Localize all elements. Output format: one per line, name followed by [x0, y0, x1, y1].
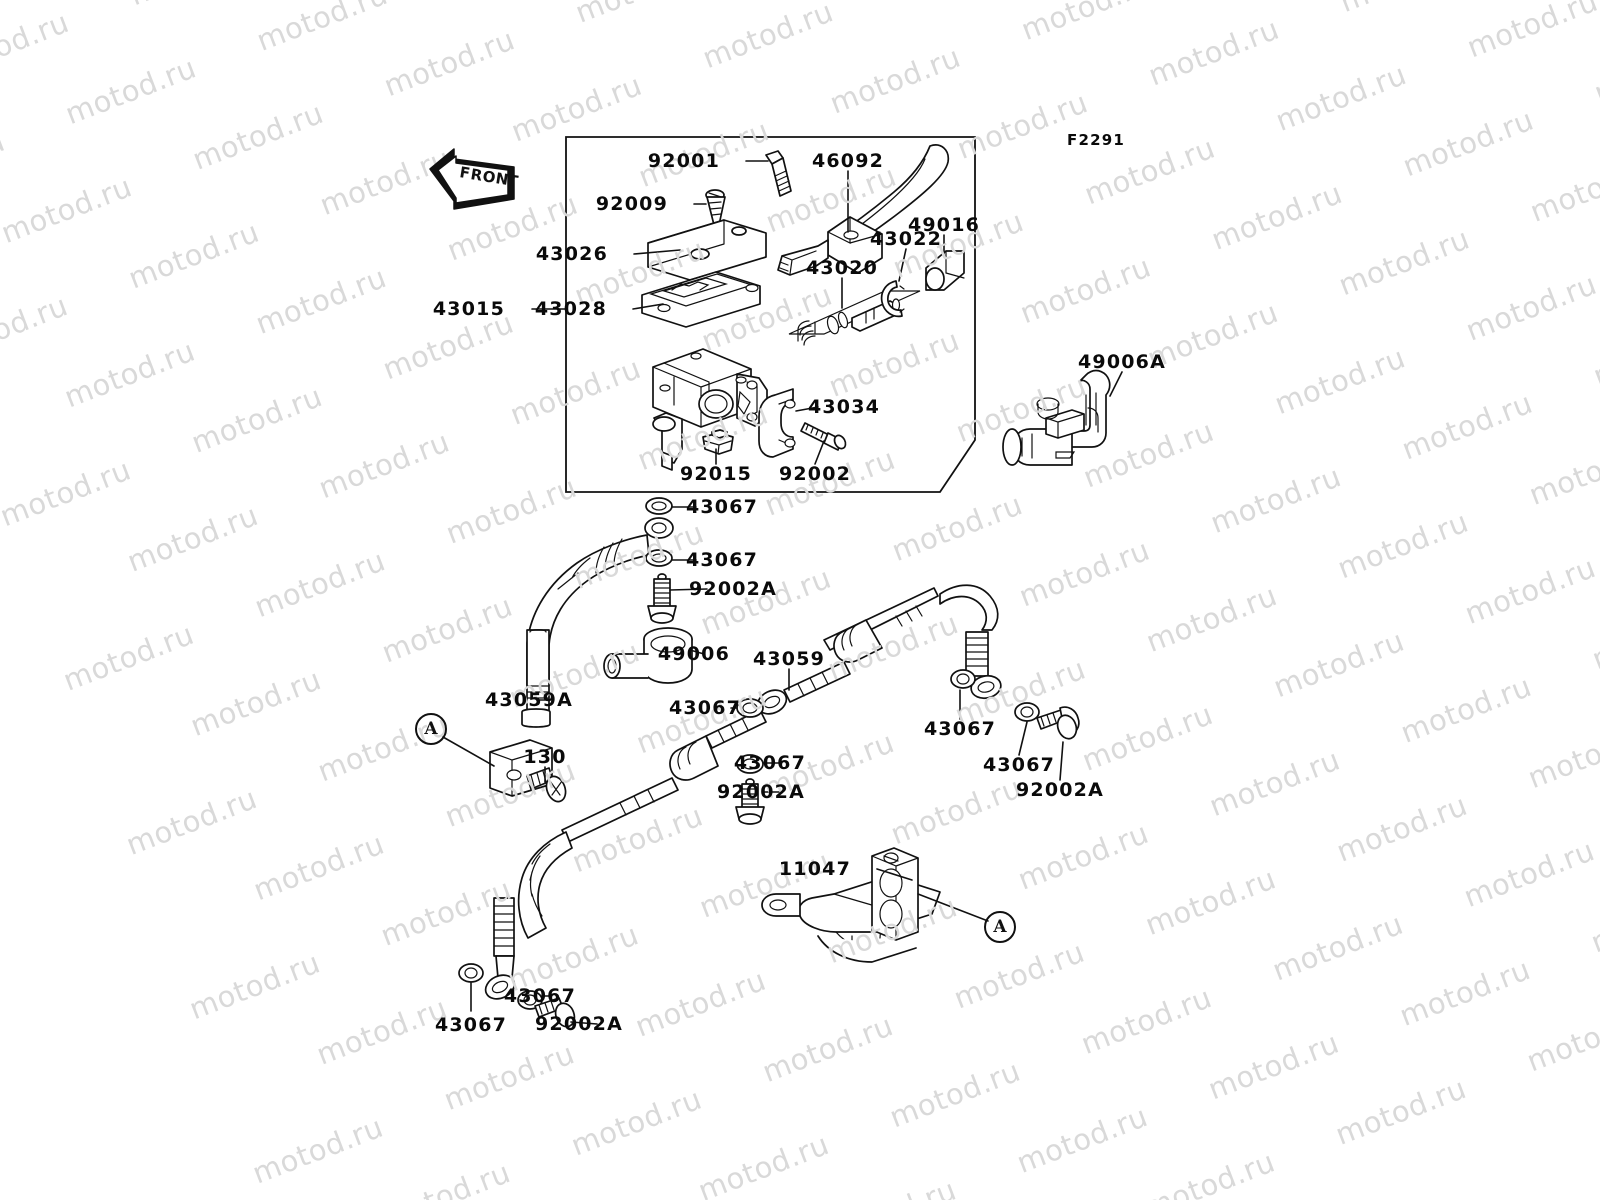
- part-43020-piston-kit: [788, 290, 921, 346]
- part-43067-washer-c: [950, 669, 976, 689]
- part-92002-bolt: [800, 422, 847, 451]
- part-92009-screw: [705, 189, 726, 226]
- svg-text:F: F: [458, 163, 471, 182]
- callout-43067[interactable]: 43067: [923, 718, 997, 740]
- part-49006-boot: [603, 627, 693, 684]
- part-43059-main-hose: [484, 584, 1002, 1000]
- callout-49006[interactable]: 49006: [657, 643, 730, 665]
- svg-text:O: O: [481, 167, 496, 187]
- callout-11047[interactable]: 11047: [778, 858, 851, 880]
- callout-43067[interactable]: 43067: [685, 496, 759, 518]
- callout-43020[interactable]: 43020: [805, 257, 879, 279]
- part-43067-washer-e: [458, 963, 484, 983]
- front-direction-arrow-icon: F R O N T: [429, 148, 520, 210]
- part-43022-circlip: [880, 280, 905, 318]
- part-92002A-banjo-bolt-2: [735, 778, 765, 825]
- callout-92002A[interactable]: 92002A: [716, 781, 805, 803]
- callout-92002A[interactable]: 92002A: [534, 1013, 623, 1035]
- callout-43067[interactable]: 43067: [668, 697, 742, 719]
- leader-lines: [442, 160, 1123, 1025]
- part-92015-nut: [702, 429, 734, 455]
- callout-46092[interactable]: 46092: [811, 150, 885, 172]
- figure-code-label: F2291: [1067, 131, 1125, 149]
- callout-92009[interactable]: 92009: [595, 193, 668, 215]
- part-46092-brake-lever: [777, 144, 950, 276]
- callout-43028[interactable]: 43028: [534, 298, 607, 320]
- callout-43067[interactable]: 43067: [434, 1014, 508, 1036]
- callout-43067[interactable]: 43067: [982, 754, 1056, 776]
- callout-43022[interactable]: 43022: [869, 228, 943, 250]
- part-43067-washer-top2: [645, 549, 673, 567]
- callout-92002A[interactable]: 92002A: [688, 578, 778, 600]
- callout-92001[interactable]: 92001: [647, 150, 720, 172]
- part-43028-diaphragm: [641, 271, 761, 328]
- part-49006A-boot: [1002, 369, 1111, 466]
- callout-43059[interactable]: 43059: [752, 648, 826, 670]
- callout-43059A[interactable]: 43059A: [484, 689, 573, 711]
- svg-text:N: N: [494, 169, 509, 189]
- callout-49016[interactable]: 49016: [907, 214, 981, 236]
- callout-130[interactable]: 130: [523, 746, 567, 768]
- part-92002A-banjo-bolt-3: [1036, 706, 1080, 740]
- callout-43034[interactable]: 43034: [807, 396, 881, 418]
- part-11047-bracket: [761, 847, 941, 963]
- reference-mark-a[interactable]: A: [984, 911, 1016, 943]
- part-130-bolt: [526, 767, 567, 803]
- part-43034-clamp: [758, 388, 796, 458]
- svg-text:T: T: [506, 171, 520, 190]
- part-92002A-banjo-bolt-1: [647, 573, 677, 624]
- part-49016-dust-cap: [925, 250, 965, 291]
- part-43067-washer-d: [1014, 702, 1040, 722]
- part-43067-washer-b: [736, 754, 764, 774]
- part-43067-washer-f: [517, 990, 543, 1010]
- part-43026-reservoir-cap: [647, 219, 767, 281]
- callout-43015[interactable]: 43015: [432, 298, 505, 320]
- callout-49006A[interactable]: 49006A: [1077, 351, 1167, 373]
- callout-43067[interactable]: 43067: [503, 985, 576, 1007]
- assembly-box-outline: [565, 136, 976, 493]
- callout-43026[interactable]: 43026: [535, 243, 608, 265]
- callout-92002[interactable]: 92002: [778, 463, 852, 485]
- callout-92002A[interactable]: 92002A: [1015, 779, 1105, 801]
- callout-43067[interactable]: 43067: [733, 752, 806, 774]
- callout-92015[interactable]: 92015: [679, 463, 753, 485]
- part-43067-washer-top1: [645, 497, 673, 515]
- part-92002A-banjo-bolt-4: [534, 997, 576, 1028]
- reference-mark-a[interactable]: A: [415, 713, 447, 745]
- part-master-cylinder-body: [652, 348, 768, 471]
- svg-text:R: R: [469, 165, 484, 185]
- callout-43067[interactable]: 43067: [685, 549, 759, 571]
- part-92001-bolt: [765, 150, 792, 197]
